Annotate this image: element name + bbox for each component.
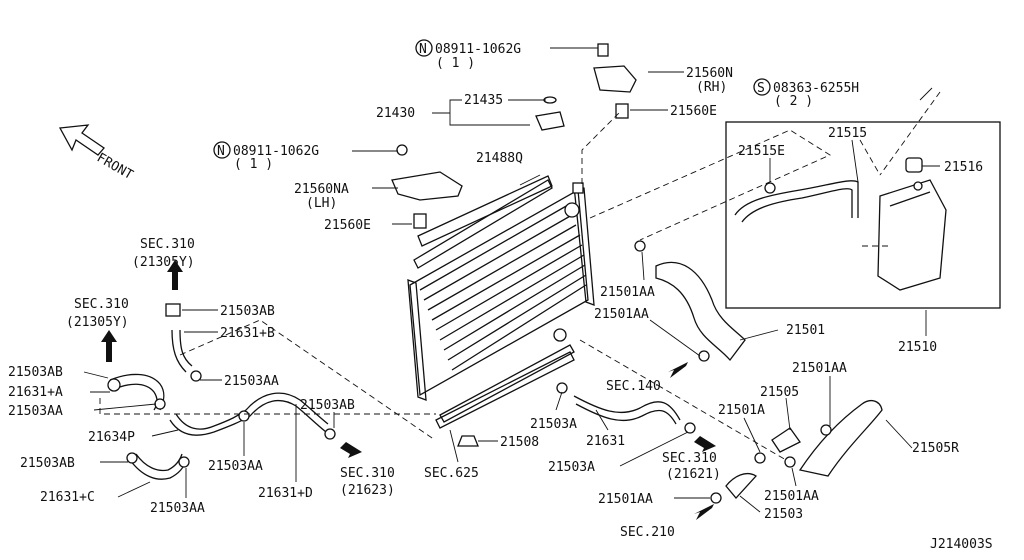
label-sec140: SEC.140: [606, 379, 661, 394]
label-21503AA-3: 21503AA: [208, 459, 263, 474]
label-21631: 21631: [586, 434, 625, 449]
label-08911-left-qty: ( 1 ): [234, 157, 273, 172]
label-21503: 21503: [764, 507, 803, 522]
arrow-right-down-icon: [694, 436, 716, 452]
label-08911-top: 08911-1062G: [435, 42, 521, 57]
label-21501AA-4: 21501AA: [764, 489, 819, 504]
label-21503A-1: 21503A: [530, 417, 577, 432]
radiator-core: [407, 179, 595, 423]
label-21515E: 21515E: [738, 144, 785, 159]
prefix-s-bolt: S: [757, 81, 765, 96]
circle-s-icon: [753, 78, 771, 96]
hose-21503: [725, 472, 758, 499]
label-21501AA-3: 21501AA: [792, 361, 847, 376]
upper-hose: [634, 240, 746, 362]
prefix-n-left: N: [217, 144, 225, 159]
bracket-lh: [391, 144, 463, 229]
circle-n-icon: [415, 39, 433, 57]
label-08911-top-qty: ( 1 ): [436, 56, 475, 71]
label-sec310-a: SEC.310: [140, 237, 195, 252]
drawing-id: J214003S: [930, 537, 993, 552]
label-21503AA-4: 21503AA: [150, 501, 205, 516]
overflow-hose: [734, 180, 859, 218]
label-21503AA-2: 21503AA: [8, 404, 63, 419]
front-arrow-icon: [58, 124, 105, 156]
arrow-up-icon: [101, 330, 117, 362]
label-21503AA-1: 21503AA: [224, 374, 279, 389]
arrow-left-down-icon: [694, 504, 714, 520]
label-21631B: 21631+B: [220, 326, 275, 341]
circle-n-icon: [213, 141, 231, 159]
label-21501A: 21501A: [718, 403, 765, 418]
label-21560N: 21560N: [686, 66, 733, 81]
left-hose-group: [107, 303, 336, 480]
label-21631A: 21631+A: [8, 385, 63, 400]
air-guide-lower: [435, 351, 575, 429]
label-21510: 21510: [898, 340, 937, 355]
label-21505R: 21505R: [912, 441, 959, 456]
label-21631C: 21631+C: [40, 490, 95, 505]
label-sec210: SEC.210: [620, 525, 675, 540]
label-21503A-2: 21503A: [548, 460, 595, 475]
plug-21508: [457, 435, 479, 447]
bracket-21435: [535, 96, 565, 131]
front-label: FRONT: [94, 150, 136, 183]
bracket-rh: [593, 43, 637, 119]
label-21503AB-4: 21503AB: [20, 456, 75, 471]
label-sec310-d: SEC.310: [662, 451, 717, 466]
lower-hose: [754, 399, 883, 477]
label-sec310-c: SEC.310: [340, 466, 395, 481]
label-21516: 21516: [944, 160, 983, 175]
label-21560NA-side: (LH): [306, 196, 337, 211]
label-21435: 21435: [464, 93, 503, 108]
label-21501AA-5: 21501AA: [598, 492, 653, 507]
label-21560E-left: 21560E: [324, 218, 371, 233]
label-21503AB-3: 21503AB: [300, 398, 355, 413]
leader-lines: [83, 47, 940, 513]
label-21508: 21508: [500, 435, 539, 450]
label-21430: 21430: [376, 106, 415, 121]
arrow-right-down-icon: [340, 442, 362, 458]
label-21488Q: 21488Q: [476, 151, 523, 166]
label-sec310-b: SEC.310: [74, 297, 129, 312]
clamp-21515E: [764, 182, 776, 194]
prefix-n-top: N: [419, 42, 427, 57]
label-sec625: SEC.625: [424, 466, 479, 481]
label-08911-left: 08911-1062G: [233, 144, 319, 159]
label-21501: 21501: [786, 323, 825, 338]
label-21515: 21515: [828, 126, 867, 141]
label-21560N-side: (RH): [696, 80, 727, 95]
label-21503AB-1: 21503AB: [220, 304, 275, 319]
label-sec310-a-ref: (21305Y): [132, 255, 195, 270]
reservoir-tank: [877, 157, 947, 291]
radiator-cap-icon: [564, 202, 580, 218]
label-sec310-c-ref: (21623): [340, 483, 395, 498]
arrow-left-icon: [668, 362, 688, 378]
label-21634P: 21634P: [88, 430, 135, 445]
label-21560NA: 21560NA: [294, 182, 349, 197]
label-21501AA-2: 21501AA: [594, 307, 649, 322]
label-sec310-b-ref: (21305Y): [66, 315, 129, 330]
reservoir-group-box: [725, 121, 1001, 309]
label-08363: 08363-6255H: [773, 81, 859, 96]
drain-plug-icon: [553, 328, 567, 342]
arrow-up-icon: [167, 260, 183, 290]
label-21505: 21505: [760, 385, 799, 400]
label-21503AB-2: 21503AB: [8, 365, 63, 380]
hose-21631: [573, 395, 681, 421]
label-21501AA-1: 21501AA: [600, 285, 655, 300]
label-08363-qty: ( 2 ): [774, 94, 813, 109]
reservoir-cap-icon: [905, 157, 923, 173]
label-21631D: 21631+D: [258, 486, 313, 501]
label-21560E-top: 21560E: [670, 104, 717, 119]
air-guide-upper: [417, 175, 553, 247]
label-sec310-d-ref: (21621): [666, 467, 721, 482]
